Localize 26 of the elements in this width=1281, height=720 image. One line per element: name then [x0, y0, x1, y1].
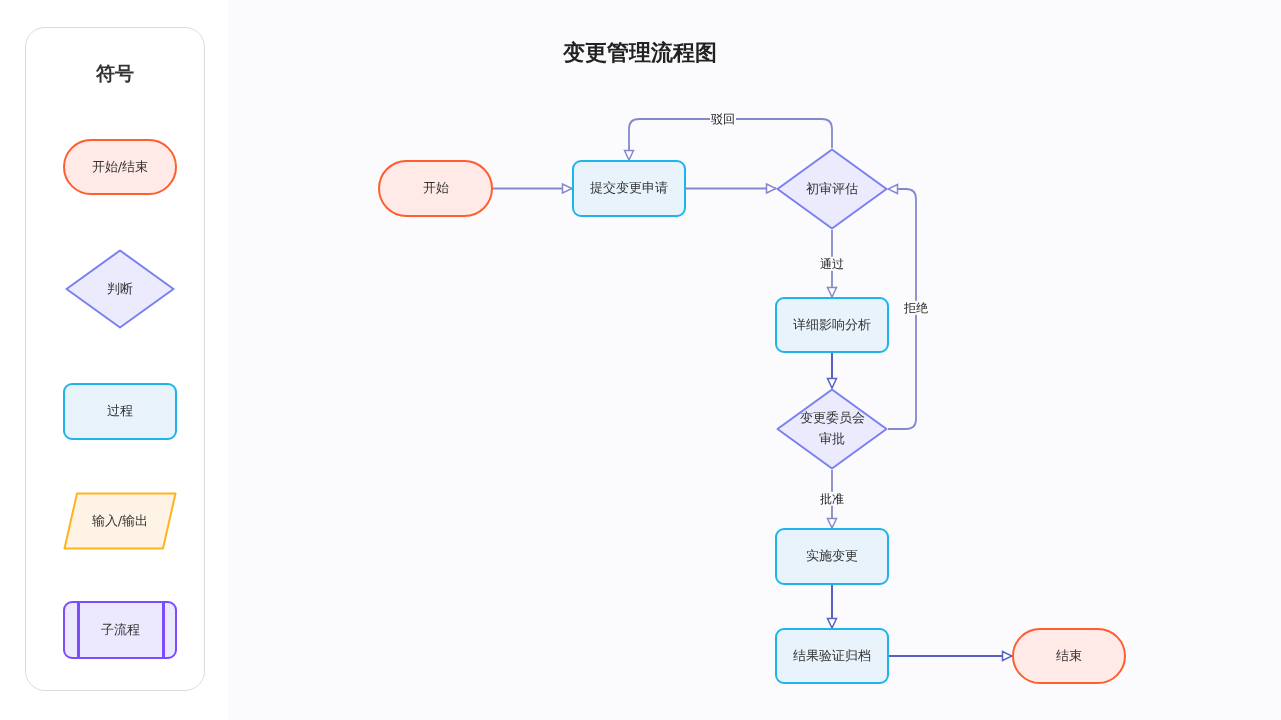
edge-label: 驳回 [709, 111, 736, 127]
arrow [826, 584, 838, 629]
process-box: 提交变更申请 [572, 160, 686, 217]
subprocess-box: 子流程 [63, 601, 177, 659]
process-box: 结果验证归档 [775, 628, 889, 684]
decision-diamond: 变更委员会审批 [776, 388, 888, 470]
decision-diamond: 初审评估 [776, 148, 888, 230]
process-box: 实施变更 [775, 528, 889, 585]
arrow [826, 352, 838, 389]
edge-label: 通过 [819, 256, 845, 271]
terminal-box: 结束 [1012, 628, 1126, 684]
process-box: 过程 [63, 383, 177, 440]
arrow [888, 650, 1013, 662]
terminal-box: 开始/结束 [63, 139, 177, 195]
diagram-title: 变更管理流程图 [562, 39, 718, 67]
arrow [492, 183, 573, 194]
arrow [887, 183, 917, 430]
legend-heading: 符号 [95, 61, 135, 86]
decision-diamond: 判断 [65, 249, 175, 329]
arrow [623, 118, 833, 161]
process-box: 详细影响分析 [775, 297, 889, 353]
edge-label: 拒绝 [903, 300, 929, 316]
edge-label: 批准 [819, 491, 845, 507]
legend-panel [25, 27, 205, 691]
arrow [685, 183, 777, 194]
io-parallelogram: 输入/输出 [63, 492, 177, 550]
